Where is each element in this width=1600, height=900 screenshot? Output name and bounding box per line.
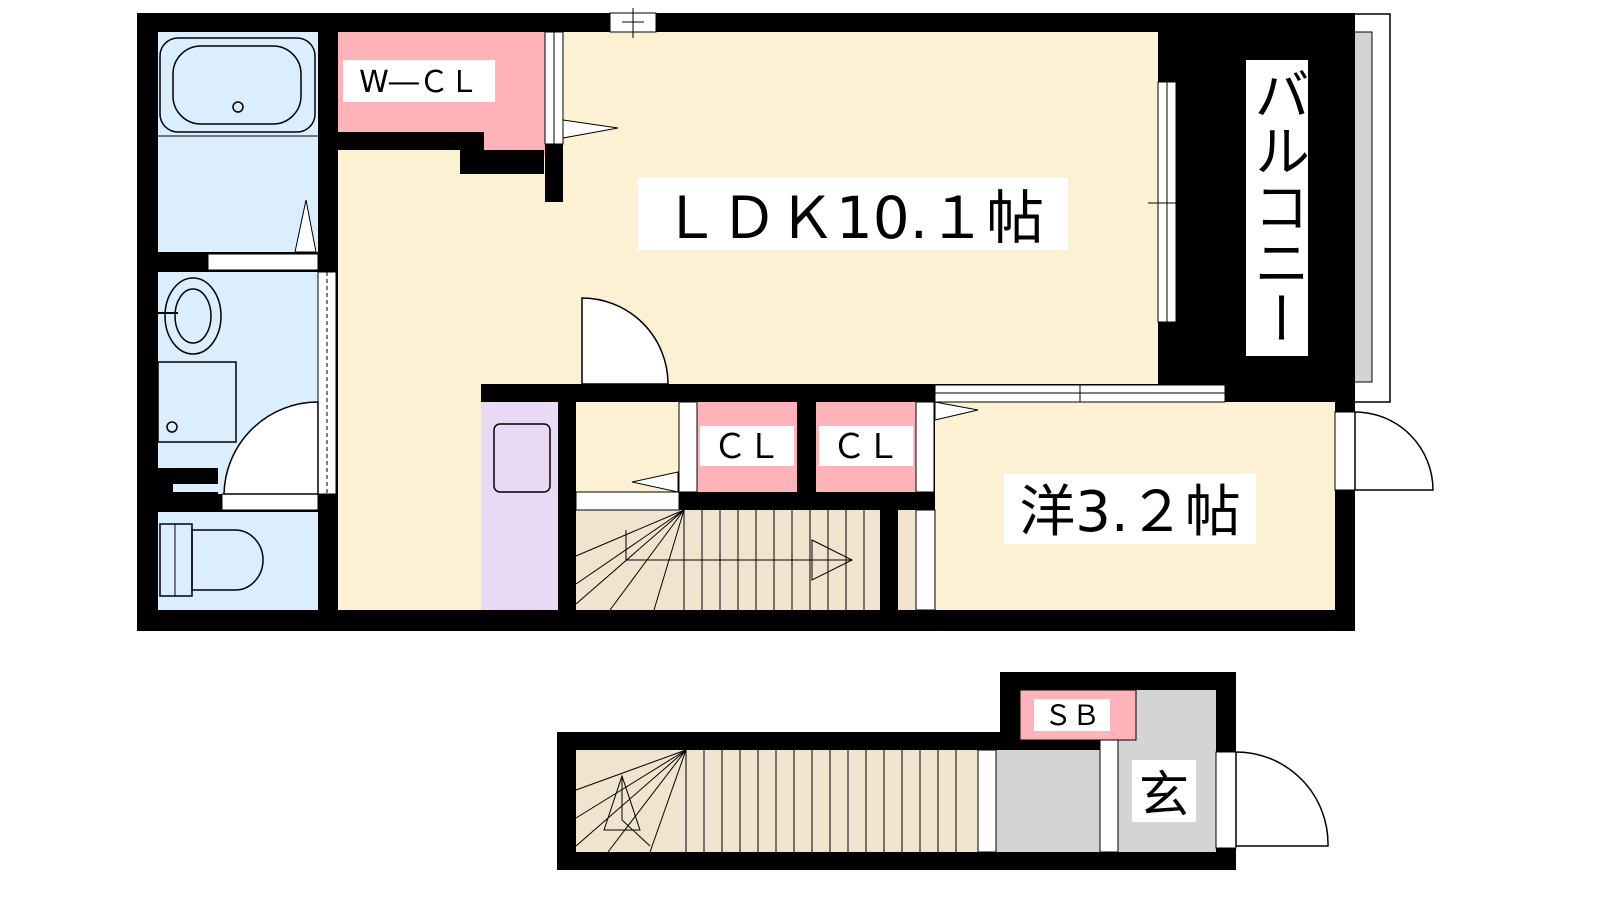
wall-wcl xyxy=(338,132,484,150)
sb-label: ＳＢ xyxy=(1044,699,1100,732)
door-bath-strip xyxy=(207,253,319,271)
cl2-label: ＣＬ xyxy=(832,427,900,467)
stairs-lower xyxy=(576,750,978,852)
wall-stairs-mid xyxy=(880,510,898,610)
wall-cl-mid xyxy=(797,402,816,492)
stairs-lower-treads xyxy=(575,749,957,853)
wash-inner xyxy=(173,484,218,492)
wall-bath-wash xyxy=(158,252,208,272)
wall-wcl-step xyxy=(460,150,544,174)
wash-basin xyxy=(164,277,222,355)
wall-fridge-right xyxy=(558,384,576,610)
stairs-lower-end xyxy=(977,749,997,853)
wall-fridge-top xyxy=(481,384,576,402)
entrance-label: 玄 xyxy=(1139,766,1189,824)
bathroom-area xyxy=(158,32,318,252)
door-washroom xyxy=(223,401,319,495)
stairs-upper-right xyxy=(898,510,916,610)
door-toilet-strip xyxy=(221,493,319,511)
cl1-label: ＣＬ xyxy=(713,427,781,467)
cl2-door xyxy=(915,401,935,493)
wcl-label: W―ＣＬ xyxy=(359,65,479,100)
cl1-door xyxy=(678,401,698,493)
window-wash xyxy=(317,271,337,495)
toilet-area xyxy=(158,512,318,610)
bathtub xyxy=(159,37,316,133)
ldk-label: ＬＤＫ10.１帖 xyxy=(662,184,1044,252)
washing-machine xyxy=(157,361,237,443)
stairs-handrail xyxy=(575,491,680,511)
wall-cl-bottom xyxy=(679,492,935,510)
door-entrance xyxy=(1235,751,1329,847)
wall-wcl-post xyxy=(545,144,563,202)
fridge-niche xyxy=(481,402,558,610)
ldk-corridor xyxy=(338,150,481,610)
door-ldk xyxy=(581,297,669,385)
toilet-bowl xyxy=(191,529,264,591)
door-exterior-upper xyxy=(1334,411,1356,491)
western-west-strip xyxy=(915,509,936,611)
door-entrance-strip xyxy=(1215,751,1237,849)
entrance-hall xyxy=(978,750,1118,852)
entrance-step xyxy=(1099,739,1119,853)
fridge xyxy=(493,423,551,493)
wall-hall-top xyxy=(670,384,935,402)
door-exterior-upper-swing xyxy=(1354,411,1434,491)
balcony-label: バルコニー xyxy=(1245,66,1310,346)
western-room-label: 洋3.２帖 xyxy=(1019,480,1240,545)
stairs-upper-treads xyxy=(575,509,865,611)
